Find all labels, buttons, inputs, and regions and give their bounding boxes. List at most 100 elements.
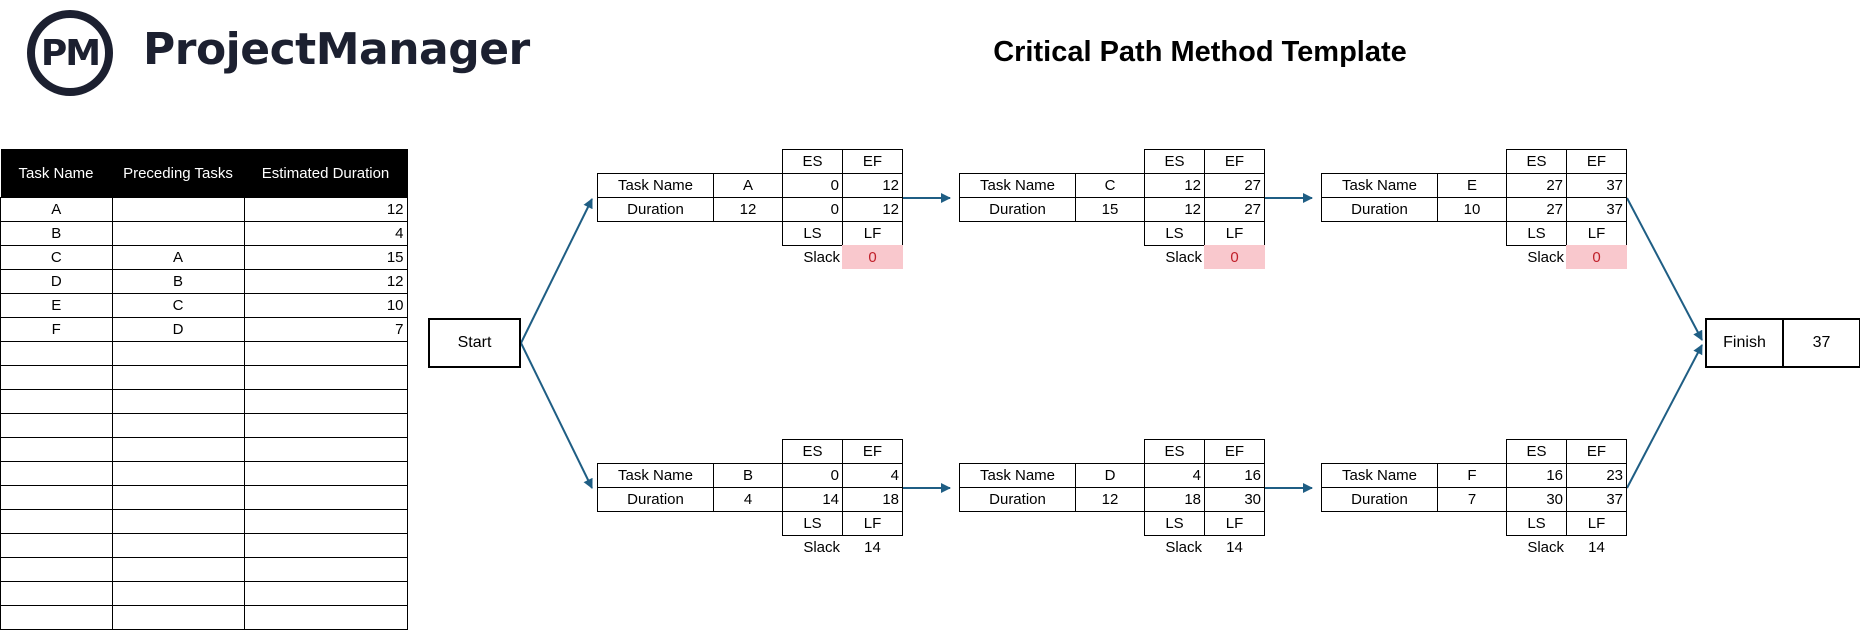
slack-label: Slack (1527, 538, 1564, 556)
cell-task-name[interactable] (0, 413, 113, 438)
ls-label: LS (1506, 511, 1567, 536)
lf-value: 12 (842, 197, 903, 222)
cell-estimated-duration[interactable] (243, 365, 408, 390)
cell-estimated-duration[interactable] (243, 605, 408, 630)
duration-label: Duration (1321, 197, 1438, 222)
ls-value: 0 (782, 197, 843, 222)
es-label: ES (1144, 439, 1205, 464)
brand-name: ProjectManager (143, 24, 530, 75)
es-value: 0 (782, 173, 843, 198)
slack-label: Slack (1165, 538, 1202, 556)
ls-value: 30 (1506, 487, 1567, 512)
cell-preceding-tasks[interactable] (111, 581, 245, 606)
duration-label: Duration (597, 487, 714, 512)
cell-task-name[interactable]: A (0, 197, 113, 222)
task-name-label: Task Name (597, 173, 714, 198)
cell-estimated-duration[interactable]: 12 (243, 197, 408, 222)
cell-estimated-duration[interactable] (243, 485, 408, 510)
slack-value: 0 (1566, 245, 1627, 269)
task-value: D (1075, 463, 1145, 488)
ef-label: EF (1566, 149, 1627, 174)
page-title: Critical Path Method Template (993, 36, 1407, 68)
lf-value: 18 (842, 487, 903, 512)
ls-value: 27 (1506, 197, 1567, 222)
task-name-label: Task Name (959, 173, 1076, 198)
cell-task-name[interactable]: E (0, 293, 113, 318)
cell-task-name[interactable]: B (0, 221, 113, 246)
finish-label: Finish (1723, 334, 1766, 351)
es-value: 0 (782, 463, 843, 488)
finish-value-cell: 37 (1782, 318, 1860, 368)
arrow-e-to-finish (1626, 197, 1703, 341)
header-preceding-tasks: Preceding Tasks (112, 149, 245, 198)
slack-label: Slack (1165, 248, 1202, 266)
table-row (0, 533, 408, 558)
cell-preceding-tasks[interactable]: A (111, 245, 245, 270)
es-label: ES (782, 149, 843, 174)
duration-label: Duration (959, 197, 1076, 222)
ef-label: EF (1566, 439, 1627, 464)
cell-estimated-duration[interactable] (243, 581, 408, 606)
cell-preceding-tasks[interactable] (111, 221, 245, 246)
cell-estimated-duration[interactable] (243, 533, 408, 558)
cell-estimated-duration[interactable] (243, 557, 408, 582)
cell-estimated-duration[interactable]: 12 (243, 269, 408, 294)
slack-value: 0 (842, 245, 903, 269)
duration-value: 12 (713, 197, 783, 222)
cell-estimated-duration[interactable]: 10 (243, 293, 408, 318)
arrow-start-to-a (520, 198, 593, 344)
start-node: Start (428, 318, 521, 368)
slack-label: Slack (1527, 248, 1564, 266)
lf-label: LF (1204, 511, 1265, 536)
table-row (0, 437, 408, 462)
cell-preceding-tasks[interactable] (111, 341, 245, 366)
ls-label: LS (1144, 221, 1205, 246)
table-row: A 12 (0, 197, 408, 222)
logo-circle: PM (27, 10, 113, 96)
table-row (0, 365, 408, 390)
es-value: 12 (1144, 173, 1205, 198)
cell-task-name[interactable] (0, 605, 113, 630)
arrow-f-to-finish (1626, 344, 1703, 489)
duration-value: 7 (1437, 487, 1507, 512)
cell-preceding-tasks[interactable] (111, 461, 245, 486)
finish-label-cell: Finish (1705, 318, 1784, 368)
ef-value: 37 (1566, 173, 1627, 198)
cell-task-name[interactable] (0, 461, 113, 486)
es-value: 27 (1506, 173, 1567, 198)
start-label: Start (457, 334, 492, 351)
cell-preceding-tasks[interactable] (111, 557, 245, 582)
task-table: Task Name Preceding Tasks Estimated Dura… (0, 149, 408, 630)
ls-label: LS (782, 221, 843, 246)
task-name-label: Task Name (597, 463, 714, 488)
table-row (0, 485, 408, 510)
table-row (0, 557, 408, 582)
duration-value: 15 (1075, 197, 1145, 222)
ls-value: 12 (1144, 197, 1205, 222)
es-value: 16 (1506, 463, 1567, 488)
cell-preceding-tasks[interactable] (111, 605, 245, 630)
task-table-header: Task Name Preceding Tasks Estimated Dura… (0, 149, 408, 198)
ls-value: 18 (1144, 487, 1205, 512)
es-label: ES (1506, 439, 1567, 464)
es-label: ES (1506, 149, 1567, 174)
slack-value: 0 (1204, 245, 1265, 269)
cell-estimated-duration[interactable] (243, 413, 408, 438)
cell-preceding-tasks[interactable] (111, 533, 245, 558)
ef-value: 16 (1204, 463, 1265, 488)
task-name-label: Task Name (1321, 173, 1438, 198)
slack-label: Slack (803, 248, 840, 266)
cell-task-name[interactable] (0, 389, 113, 414)
cell-task-name[interactable] (0, 533, 113, 558)
lf-value: 37 (1566, 197, 1627, 222)
ef-label: EF (842, 149, 903, 174)
task-value: F (1437, 463, 1507, 488)
cell-preceding-tasks[interactable] (111, 413, 245, 438)
table-row (0, 605, 408, 630)
lf-label: LF (1566, 511, 1627, 536)
arrow-start-to-b (520, 342, 593, 489)
table-row (0, 389, 408, 414)
slack-value: 14 (1588, 538, 1605, 556)
